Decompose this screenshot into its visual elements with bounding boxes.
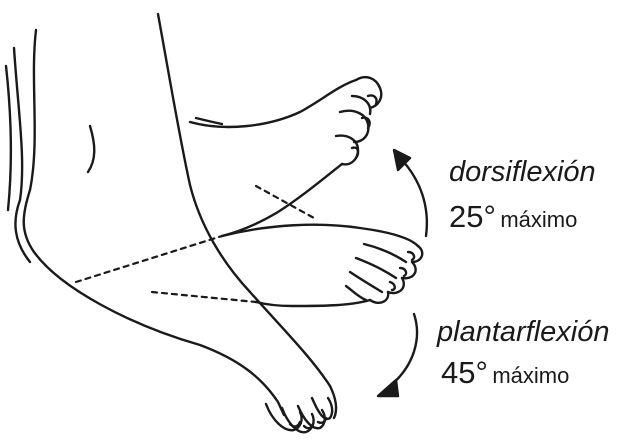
plantarflexion-value: 45° — [441, 355, 488, 390]
dorsiflexion-label: dorsiflexión — [449, 158, 596, 187]
plantarflexion-label: plantarflexión — [437, 318, 610, 347]
dorsiflexion-qualifier: máximo — [500, 207, 577, 232]
dorsiflexion-value: 25° — [449, 199, 496, 234]
plantarflexion-degree-label: 45° máximo — [441, 357, 569, 388]
dorsiflexed-foot — [190, 77, 381, 236]
dorsiflexion-arrow — [394, 150, 427, 236]
plantarflexion-qualifier: máximo — [492, 363, 569, 388]
plantarflexion-arrow — [378, 314, 417, 396]
dorsiflexion-degree-label: 25° máximo — [449, 201, 577, 232]
plantarflexed-foot — [6, 14, 336, 432]
